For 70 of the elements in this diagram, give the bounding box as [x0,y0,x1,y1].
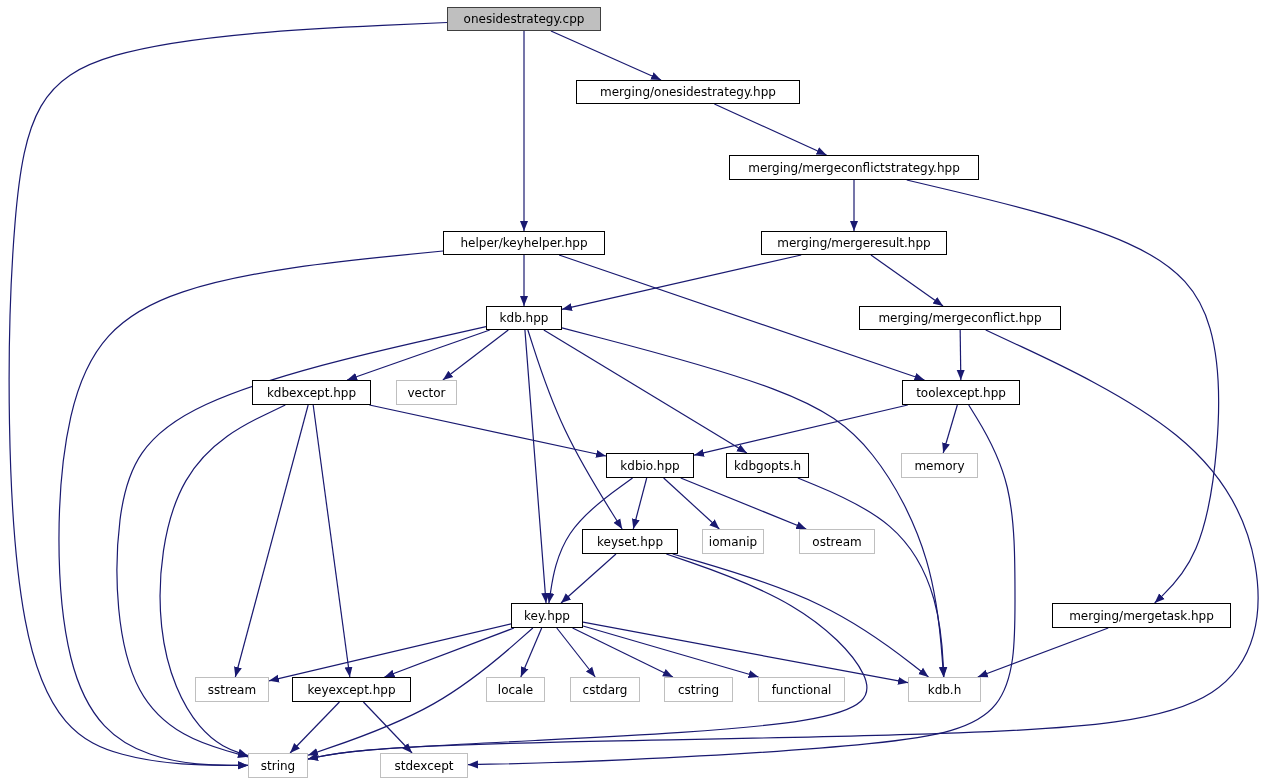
system-header-box: iomanip [702,529,764,554]
arrow [680,477,807,530]
arrow [346,329,491,381]
arrow [556,627,596,678]
arrow [307,553,868,761]
arrow [582,621,909,685]
header-file-box: merging/mergeconflict.hpp [859,306,1061,330]
system-header-box: vector [396,380,457,405]
arrow [442,329,509,381]
arrow [546,477,634,604]
system-header-box: ostream [799,529,875,554]
source-file-box: onesidestrategy.cpp [447,7,601,31]
arrow [368,404,607,458]
arrow [520,30,528,232]
arrow [527,329,623,530]
arrow [520,254,528,307]
header-file-box: kdbgopts.h [726,453,809,478]
arrow [312,404,353,678]
arrow [289,701,340,754]
header-file-box: kdbio.hpp [606,453,694,478]
arrow [234,404,309,678]
arrow [977,627,1109,678]
arrow [906,179,1220,604]
arrow [116,325,487,758]
system-header-box: kdb.h [908,677,981,702]
header-file-box: toolexcept.hpp [902,380,1020,405]
header-file-box: merging/mergeresult.hpp [761,231,947,255]
system-header-box: locale [486,677,545,702]
header-file-box: merging/onesidestrategy.hpp [576,80,800,104]
header-file-box: merging/mergeconflictstrategy.hpp [729,155,979,180]
system-header-box: cstring [664,677,733,702]
arrow [159,404,286,757]
arrow [713,103,828,156]
arrow [582,625,760,679]
header-file-box: kdb.hpp [486,306,562,330]
arrow [520,627,543,678]
arrow [268,623,512,683]
arrow [543,329,748,454]
header-file-box: keyexcept.hpp [292,677,411,702]
system-header-box: string [248,753,308,778]
arrow [850,179,858,232]
arrow [693,404,909,457]
arrow [561,254,802,312]
header-file-box: key.hpp [511,603,583,628]
header-file-box: helper/keyhelper.hpp [443,231,605,255]
arrow [572,627,674,678]
arrow [672,553,930,678]
system-header-box: functional [758,677,845,702]
arrow [383,627,515,678]
header-file-box: merging/mergetask.hpp [1052,603,1231,628]
arrow [797,477,948,678]
arrow [307,627,534,756]
arrow [558,254,926,381]
arrow [631,477,648,530]
system-header-box: sstream [195,677,269,702]
system-header-box: cstdarg [570,677,640,702]
system-header-box: memory [901,453,978,478]
header-file-box: kdbexcept.hpp [252,380,371,405]
arrow [58,250,444,770]
arrow [663,477,720,530]
arrow [956,329,965,381]
arrow [870,254,944,307]
arrow [467,404,1016,769]
arrow [362,701,413,754]
header-file-box: keyset.hpp [582,529,678,554]
arrow [550,30,662,81]
arrow [942,404,958,454]
arrow [524,329,550,604]
system-header-box: stdexcept [380,753,468,778]
arrow [560,553,617,604]
